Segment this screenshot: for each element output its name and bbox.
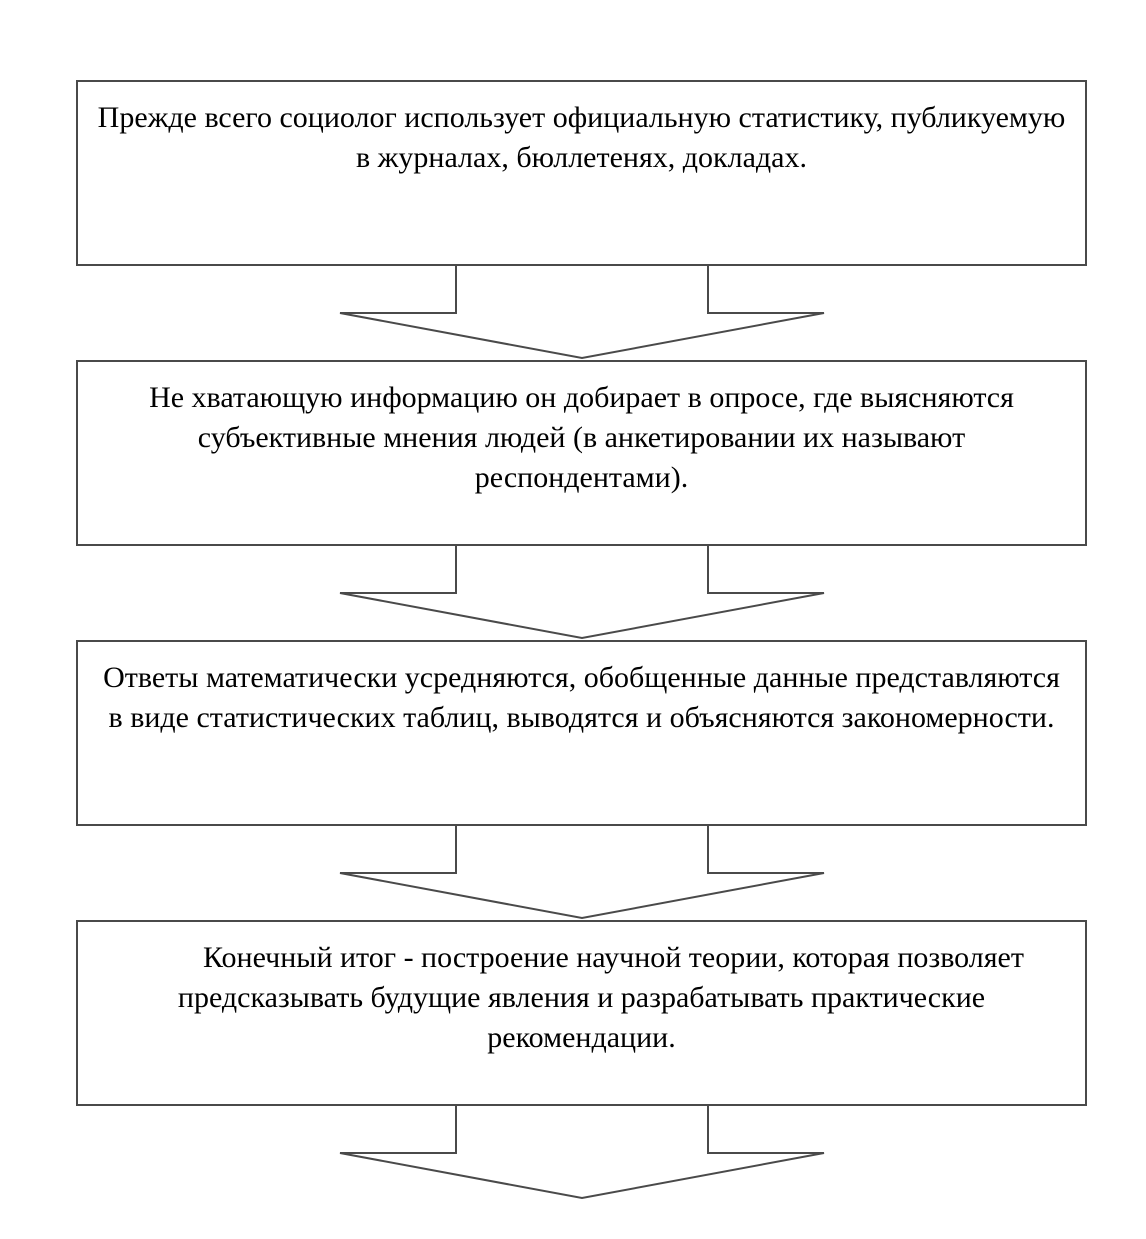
flow-step-4-text: Конечный итог - построение научной теори…: [177, 941, 1024, 1054]
flow-step-4: Конечный итог - построение научной теори…: [76, 920, 1087, 1106]
flow-step-3-text: Ответы математически усредняются, обобще…: [103, 661, 1060, 734]
flow-step-1: Прежде всего социолог использует официал…: [76, 80, 1087, 266]
flow-arrow-3: [339, 825, 825, 920]
flow-step-2: Не хватающую информацию он добирает в оп…: [76, 360, 1087, 546]
flow-arrow-4: [339, 1105, 825, 1200]
flow-step-1-text: Прежде всего социолог использует официал…: [97, 101, 1066, 174]
flow-step-2-text: Не хватающую информацию он добирает в оп…: [149, 381, 1014, 494]
flow-arrow-1: [339, 265, 825, 360]
flow-step-3: Ответы математически усредняются, обобще…: [76, 640, 1087, 826]
flow-arrow-2: [339, 545, 825, 640]
